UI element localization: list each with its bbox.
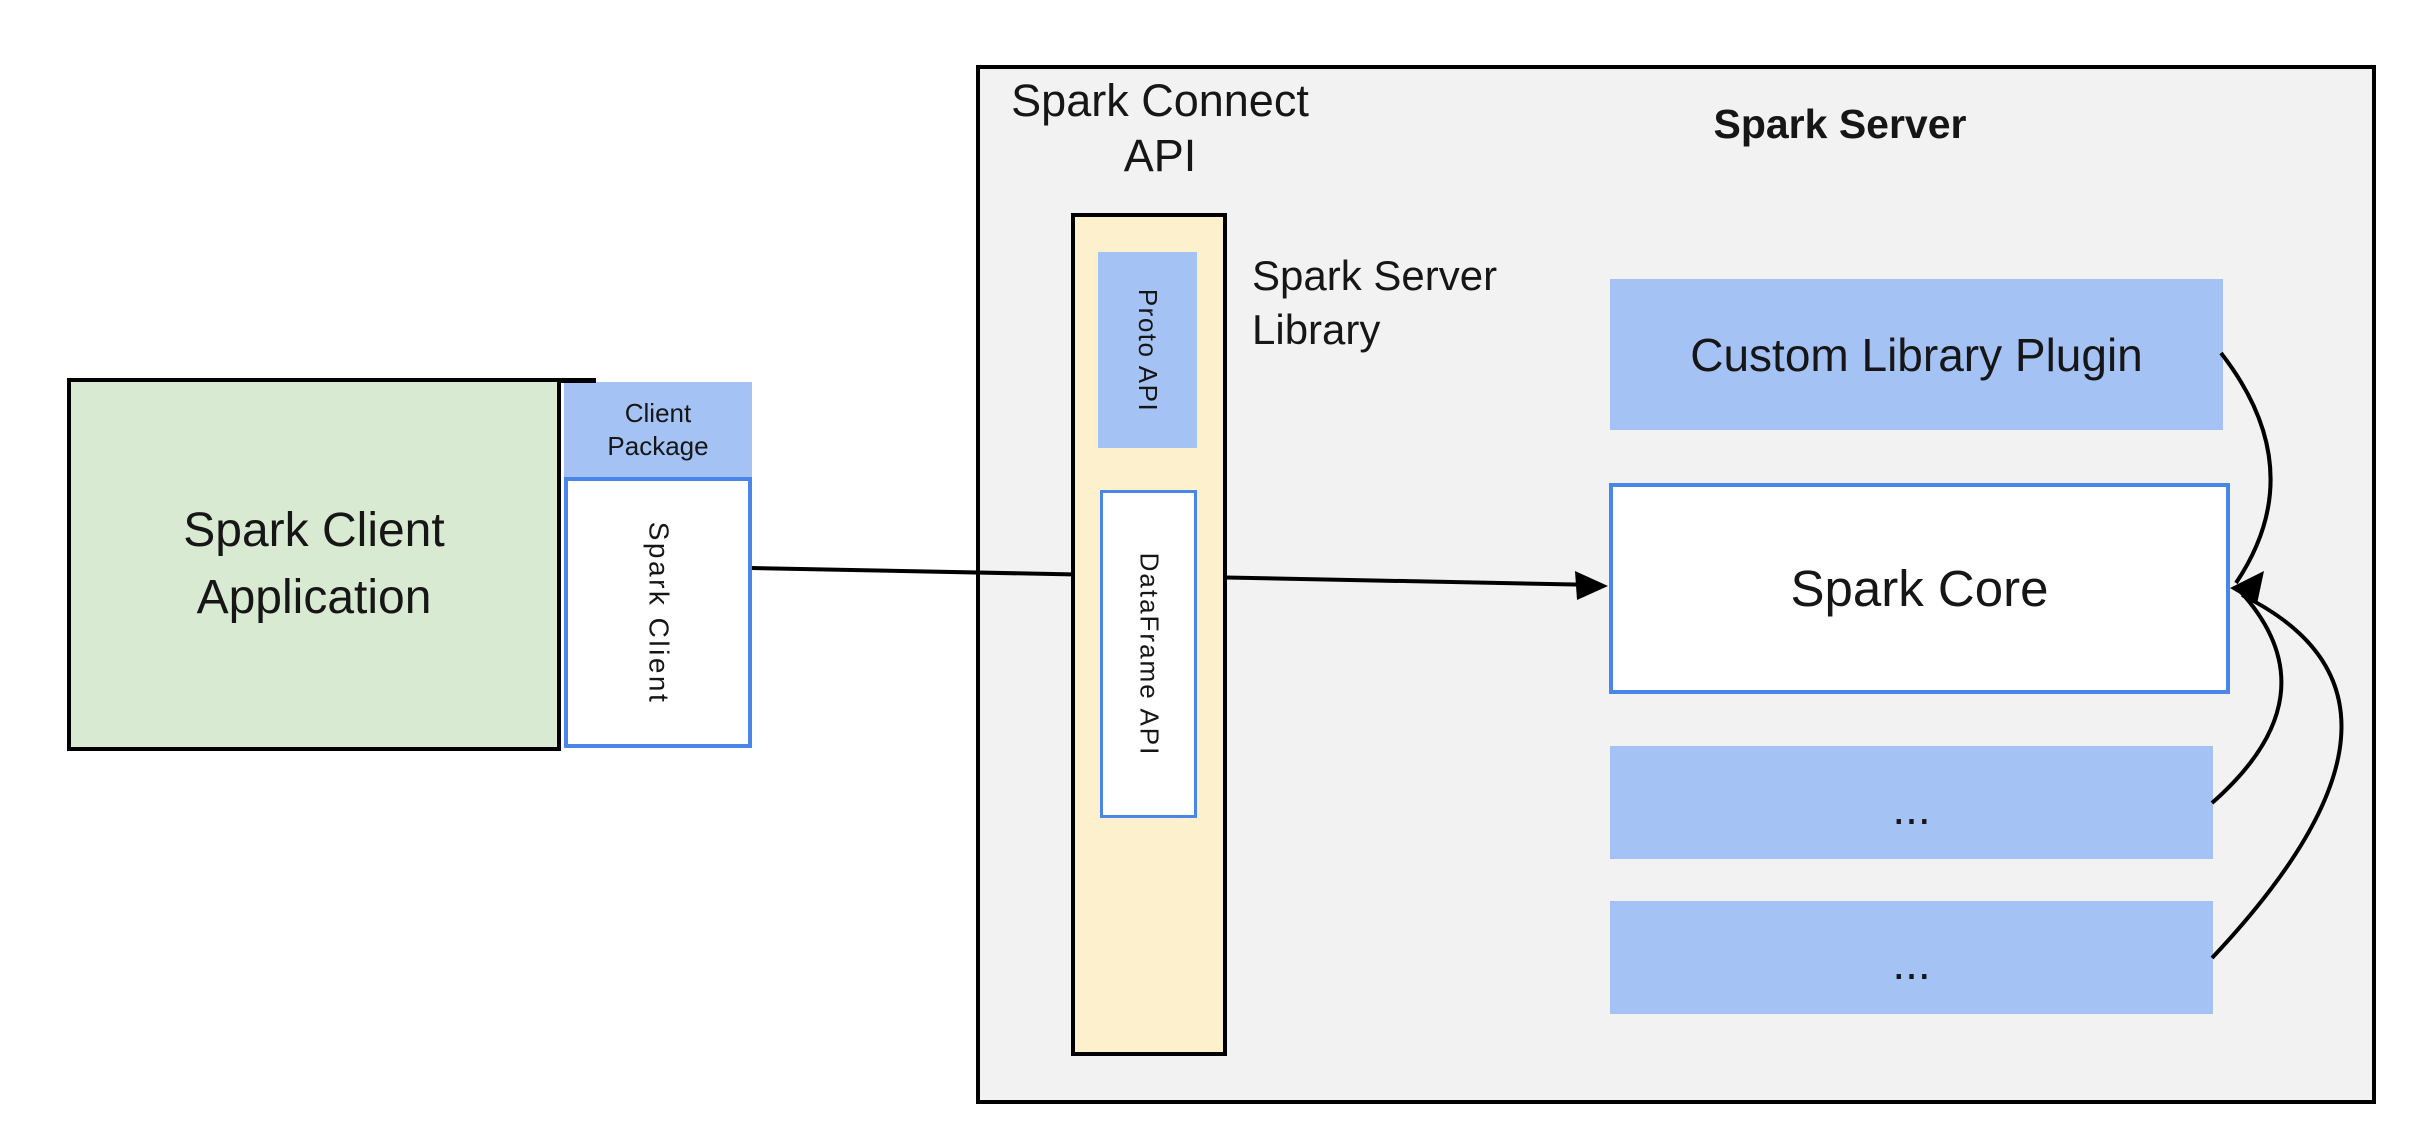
proto-api-box: Proto API	[1098, 252, 1197, 448]
spark-connect-api-label: Spark Connect API	[1010, 74, 1310, 184]
spark-client-application-text-line2: Application	[196, 570, 432, 624]
green-box-top-border-tick	[559, 378, 596, 383]
custom-library-plugin-text: Custom Library Plugin	[1690, 328, 2143, 381]
spark-client-application-text-line1: Spark Client	[183, 504, 445, 558]
ellipsis-box-1: ...	[1610, 746, 2213, 859]
ellipsis-text-1: ...	[1892, 781, 1931, 834]
spark-server-label: Spark Server	[1713, 101, 1967, 147]
dataframe-api-box: DataFrame API	[1100, 490, 1197, 818]
ellipsis-text-2: ...	[1892, 936, 1931, 989]
spark-client-application-text: Spark Client Application	[183, 498, 444, 630]
dataframe-api-text: DataFrame API	[1134, 552, 1165, 756]
spark-core-box: Spark Core	[1609, 483, 2230, 694]
client-package-text: Client Package	[607, 397, 708, 462]
spark-connect-api-label-line1: Spark Connect	[1011, 75, 1309, 126]
spark-server-library-label-line1: Spark Server	[1252, 252, 1498, 299]
spark-client-text: Spark Client	[643, 521, 675, 704]
client-package-text-line2: Package	[607, 430, 709, 461]
ellipsis-box-2: ...	[1610, 901, 2213, 1014]
client-package-text-line1: Client	[624, 398, 692, 428]
spark-core-text: Spark Core	[1790, 560, 2049, 617]
client-package-box: Client Package	[564, 382, 752, 477]
custom-library-plugin-box: Custom Library Plugin	[1610, 279, 2223, 430]
spark-server-library-label-line2: Library	[1252, 305, 1381, 353]
spark-server-library-label: Spark Server Library	[1252, 249, 1592, 357]
spark-client-application-box: Spark Client Application	[67, 378, 561, 751]
proto-api-text: Proto API	[1133, 288, 1163, 412]
spark-connect-api-label-line2: API	[1123, 129, 1197, 181]
spark-client-box: Spark Client	[564, 477, 752, 748]
